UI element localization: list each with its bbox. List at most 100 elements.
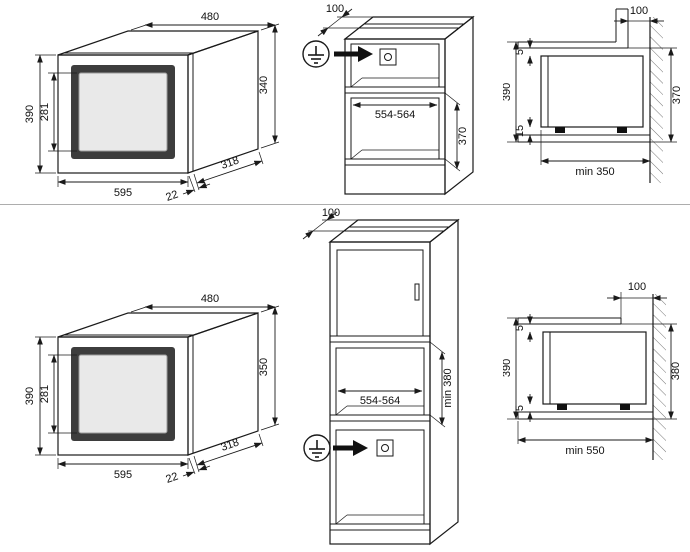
dim-label-frame-depth: 22 <box>164 188 179 203</box>
dim-label-box-height: 340 <box>258 76 270 94</box>
dim-label-back-height: 380 <box>670 362 682 380</box>
top-shelf <box>517 8 629 49</box>
dim-label-front-height: 390 <box>24 105 36 123</box>
dim-vent-depth: 100 <box>302 208 358 240</box>
niche-compartment <box>330 347 430 422</box>
dim-label-wall-gap: 100 <box>628 281 646 293</box>
dim-front-height: 390 <box>24 54 56 174</box>
dim-label-depth: 318 <box>219 437 240 454</box>
bottom-section-view: 100 5 5 390 min 550 380 <box>503 281 682 460</box>
dim-front-width: 595 <box>57 176 189 199</box>
earth-ground-icon <box>303 434 331 462</box>
dim-door-height: 281 <box>39 72 77 152</box>
dim-top-gap: 5 <box>514 314 533 342</box>
appliance-body <box>542 331 647 410</box>
dim-label-niche-height: 370 <box>457 127 469 145</box>
dim-min-depth: min 550 <box>517 421 654 457</box>
appliance-foot <box>557 404 567 410</box>
dim-depth: 318 <box>193 433 264 473</box>
dim-niche-width: 554-564 <box>337 388 423 407</box>
dim-box-height: 340 <box>258 24 280 149</box>
bottom-isometric-view: 480 390 281 595 318 <box>24 293 280 485</box>
earth-ground-icon <box>302 40 330 68</box>
upper-compartment <box>345 43 445 94</box>
upper-door <box>330 249 430 343</box>
dim-label-top-gap: 5 <box>514 49 526 55</box>
dim-label-front-height: 390 <box>503 83 513 101</box>
dim-frame-depth: 22 <box>164 457 211 485</box>
top-isometric-view: 480 390 281 595 318 <box>24 11 280 203</box>
dim-label-door-height: 281 <box>39 385 51 403</box>
dim-label-front-width: 595 <box>114 469 132 481</box>
dim-label-min-depth: min 550 <box>565 445 604 457</box>
dim-back-height: 370 <box>628 47 683 143</box>
dim-label-front-height: 390 <box>24 387 36 405</box>
dim-min-depth: min 350 <box>540 130 651 178</box>
dim-label-vent-depth: 100 <box>326 3 344 15</box>
dim-label-frame-depth: 22 <box>164 470 179 485</box>
dim-niche-height: min 380 <box>429 341 454 428</box>
dim-front-height: 390 <box>503 317 519 420</box>
dim-depth: 318 <box>193 151 264 191</box>
dim-niche-width: 554-564 <box>352 102 438 121</box>
dim-label-depth: 318 <box>219 155 240 172</box>
dim-front-height: 390 <box>24 336 56 456</box>
dim-back-height: 380 <box>621 323 682 420</box>
appliance-body <box>540 55 644 133</box>
dim-label-niche-width: 554-564 <box>375 109 415 121</box>
microwave-outline <box>57 312 259 456</box>
door-window <box>78 354 168 434</box>
dim-niche-height: 370 <box>444 92 469 172</box>
niche-compartment <box>345 97 445 166</box>
dim-label-niche-height: min 380 <box>442 368 454 407</box>
dim-frame-depth: 22 <box>164 175 211 203</box>
dim-front-height: 390 <box>503 41 519 143</box>
dim-door-height: 281 <box>39 354 77 434</box>
dim-vent-depth: 100 <box>317 3 373 37</box>
microwave-door <box>71 347 175 441</box>
dim-label-box-height: 350 <box>258 358 270 376</box>
socket-pointer-arrow-icon <box>333 440 368 456</box>
cabinet-outline <box>328 218 460 546</box>
top-shelf <box>517 292 622 325</box>
dim-box-height: 350 <box>258 306 280 431</box>
dim-label-min-depth: min 350 <box>575 166 614 178</box>
dim-label-top-gap: 5 <box>514 325 526 331</box>
dim-label-top-width: 480 <box>201 11 219 23</box>
top-section-view: 100 5 15 390 min 350 370 <box>503 5 683 183</box>
dim-wall-gap: 100 <box>614 5 664 24</box>
dim-label-front-width: 595 <box>114 187 132 199</box>
bottom-shelf <box>517 411 653 420</box>
dim-top-width: 480 <box>130 11 280 31</box>
door-window <box>78 72 168 152</box>
microwave-outline <box>57 30 259 174</box>
dim-top-width: 480 <box>130 293 280 313</box>
dim-label-niche-width: 554-564 <box>360 395 400 407</box>
appliance-foot <box>555 127 565 133</box>
lower-compartment <box>330 429 430 531</box>
dim-bottom-gap: 5 <box>514 394 533 422</box>
cabinet-outline <box>343 15 475 196</box>
dim-front-width: 595 <box>57 458 189 481</box>
appliance-foot <box>617 127 627 133</box>
door-handle <box>414 283 420 301</box>
microwave-door <box>71 65 175 159</box>
dim-label-bottom-gap: 5 <box>514 405 526 411</box>
bottom-shelf <box>517 134 650 143</box>
power-socket-icon <box>376 439 394 457</box>
dim-label-top-width: 480 <box>201 293 219 305</box>
appliance-foot <box>620 404 630 410</box>
dim-label-wall-gap: 100 <box>630 5 648 17</box>
bottom-column-cabinet-view: 100 554-564 min 380 <box>302 208 460 546</box>
row-divider <box>0 204 690 205</box>
wall-hatch <box>649 17 663 183</box>
dim-label-vent-depth: 100 <box>322 208 340 219</box>
dim-label-door-height: 281 <box>39 103 51 121</box>
wall-hatch <box>652 294 666 460</box>
top-cabinet-view: 100 554-564 370 <box>302 3 475 196</box>
dim-label-front-height: 390 <box>503 359 513 377</box>
power-socket-icon <box>379 48 397 66</box>
dim-label-back-height: 370 <box>671 86 683 104</box>
dim-top-gap: 5 <box>514 38 533 66</box>
